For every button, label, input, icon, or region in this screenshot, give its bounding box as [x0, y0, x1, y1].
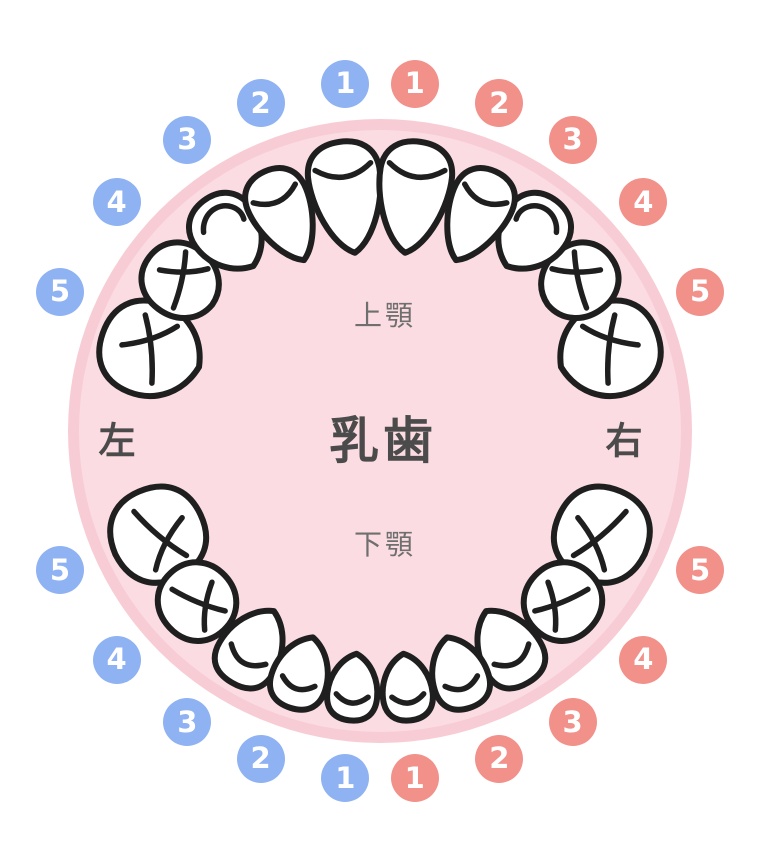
right-side-label: 右	[605, 419, 643, 463]
tooth-number-badge-upper-right-4: 4	[619, 178, 668, 227]
tooth-number-badge-lower-left-3: 3	[163, 698, 212, 747]
tooth-number-badge-upper-right-1: 1	[390, 59, 439, 108]
tooth-number-badge-upper-left-2: 2	[236, 79, 285, 128]
tooth-number-badge-lower-right-4: 4	[619, 635, 668, 684]
tooth-number-badge-lower-right-1: 1	[390, 754, 439, 803]
tooth-number-badge-upper-right-3: 3	[548, 115, 597, 164]
tooth-number-badge-upper-right-5: 5	[676, 267, 725, 316]
tooth-number-badge-lower-right-3: 3	[548, 698, 597, 747]
upper-jaw-label: 上顎	[353, 299, 417, 332]
tooth-number-badge-upper-left-1: 1	[321, 59, 370, 108]
tooth-number-badge-upper-left-3: 3	[163, 115, 212, 164]
tooth-number-badge-upper-left-5: 5	[35, 267, 84, 316]
tooth-number-badge-lower-right-2: 2	[475, 734, 524, 783]
tooth-number-badge-lower-left-2: 2	[236, 734, 285, 783]
tooth-number-badge-lower-left-4: 4	[92, 635, 141, 684]
tooth-number-badge-upper-left-4: 4	[92, 178, 141, 227]
tooth-number-badge-lower-left-5: 5	[35, 546, 84, 595]
center-title: 乳歯	[329, 412, 437, 470]
lower-jaw-label: 下顎	[353, 528, 417, 561]
left-side-label: 左	[98, 419, 136, 463]
tooth-number-badge-upper-right-2: 2	[475, 79, 524, 128]
tooth-number-badge-lower-left-1: 1	[321, 754, 370, 803]
tooth-number-badge-lower-right-5: 5	[676, 546, 725, 595]
